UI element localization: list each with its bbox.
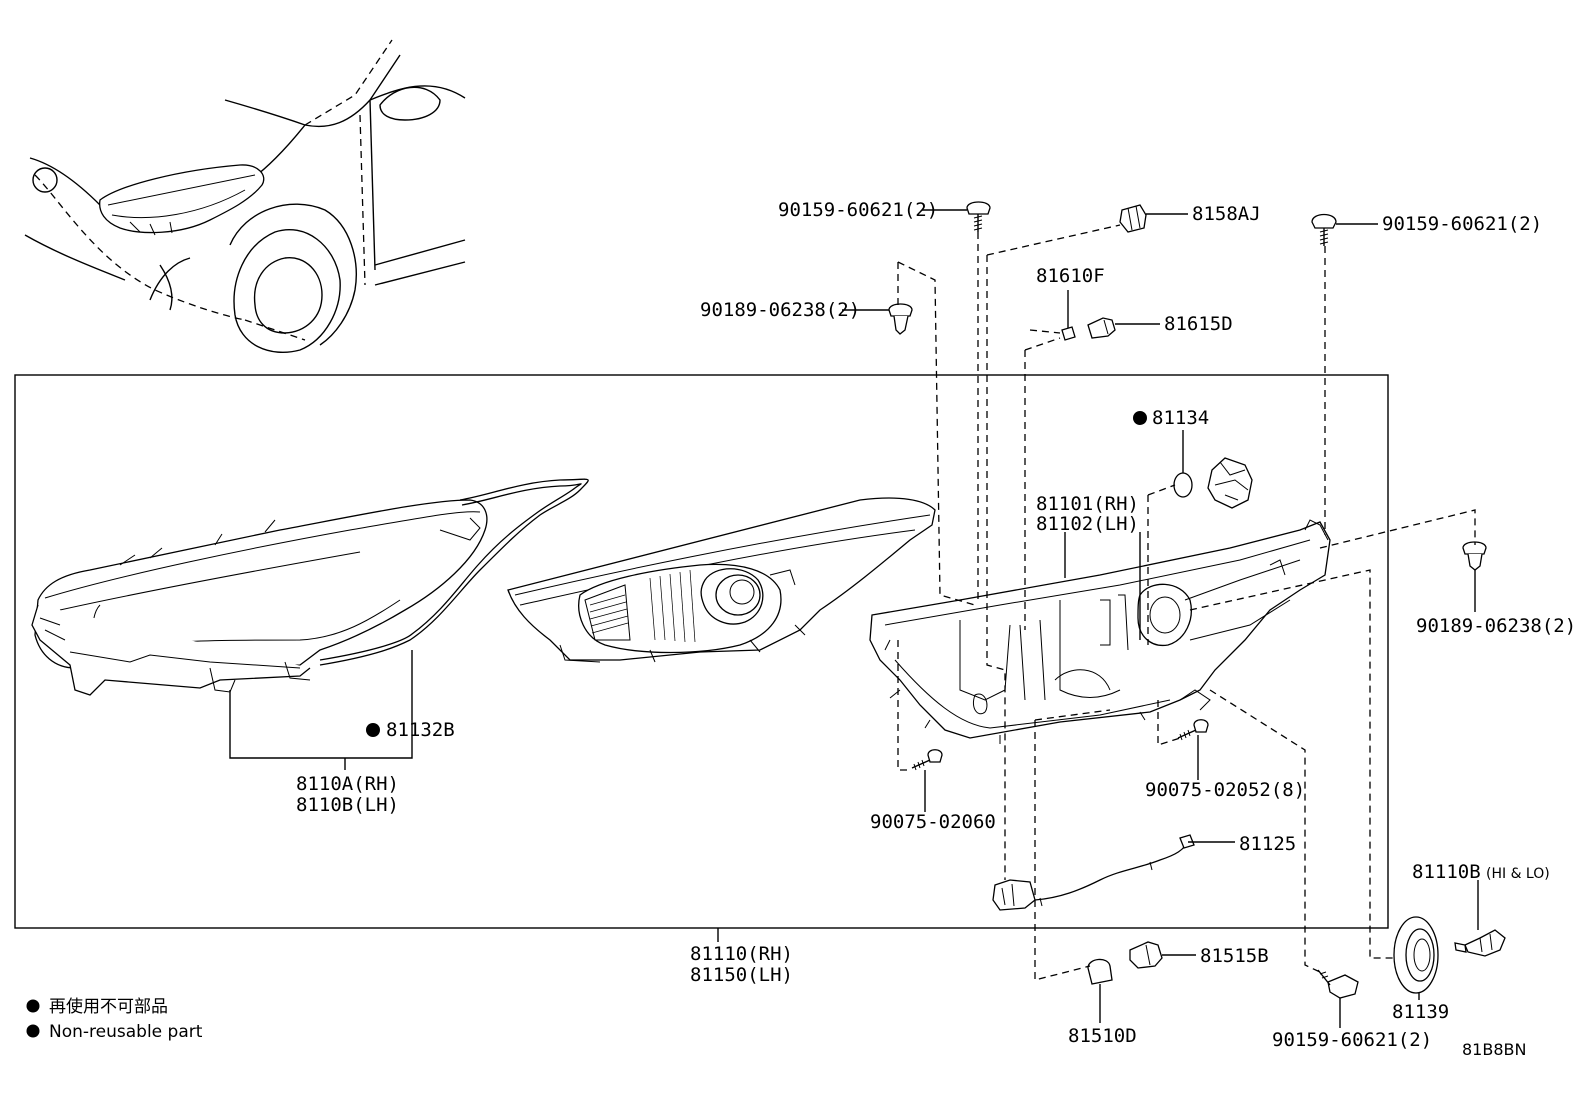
label-81515b: 81515B xyxy=(1200,945,1269,967)
label-90075-02060: 90075-02060 xyxy=(870,811,996,833)
label-8110a: 8110A(RH) xyxy=(296,773,399,795)
socket-81515b xyxy=(1129,941,1163,969)
legend-text-en: Non-reusable part xyxy=(49,1022,203,1042)
wire-harness-81125 xyxy=(992,834,1195,911)
label-81110b-qualifier: (HI & LO) xyxy=(1486,866,1550,882)
clip-90189-left xyxy=(888,303,913,335)
label-81139: 81139 xyxy=(1392,1001,1449,1023)
label-90159-top-right: 90159-60621(2) xyxy=(1382,213,1542,235)
bulb-81510d xyxy=(1087,958,1113,985)
screw-90075-02052 xyxy=(1177,719,1209,741)
screw-90159-bottom xyxy=(1317,969,1359,999)
legend-text-jp: 再使用不可部品 xyxy=(49,996,168,1017)
label-90159-top-left: 90159-60621(2) xyxy=(778,199,938,221)
label-90159-bottom: 90159-60621(2) xyxy=(1272,1029,1432,1051)
non-reusable-marker-icon xyxy=(1133,411,1147,425)
label-81615d: 81615D xyxy=(1164,313,1233,335)
label-90189-left: 90189-06238(2) xyxy=(700,299,860,321)
legend: 再使用不可部品 Non-reusable part xyxy=(26,996,203,1042)
label-81125: 81125 xyxy=(1239,833,1296,855)
vehicle-front-sketch xyxy=(24,39,466,354)
headlamp-housing-part xyxy=(869,519,1331,744)
label-81110: 81110(RH) xyxy=(690,943,793,965)
label-81150: 81150(LH) xyxy=(690,964,793,986)
label-81101: 81101(RH) xyxy=(1036,493,1139,515)
bulb-81110b xyxy=(1454,929,1506,957)
o-ring-81134 xyxy=(1173,472,1193,498)
clip-90189-right xyxy=(1462,541,1487,571)
label-81134: 81134 xyxy=(1152,407,1209,429)
headlamp-lens-part xyxy=(31,478,589,696)
socket-81615d xyxy=(1087,317,1116,339)
label-81110b: 81110B xyxy=(1412,861,1481,883)
socket-8158aj xyxy=(1119,204,1147,233)
label-90075-02052: 90075-02052(8) xyxy=(1145,779,1305,801)
label-8158aj: 8158AJ xyxy=(1192,203,1261,225)
screw-90075-02060 xyxy=(911,749,943,771)
label-8110b: 8110B(LH) xyxy=(296,794,399,816)
assembly-frame xyxy=(14,374,1389,929)
non-reusable-marker-icon xyxy=(26,999,40,1013)
non-reusable-marker-icon xyxy=(26,1024,40,1038)
label-81610f: 81610F xyxy=(1036,265,1105,287)
diagram-code: 81B8BN xyxy=(1462,1040,1526,1059)
non-reusable-marker-icon xyxy=(366,723,380,737)
screw-90159-top-right xyxy=(1311,213,1337,246)
leader-lines xyxy=(229,209,1479,1028)
headlamp-extension-part xyxy=(507,497,936,663)
grommet-81139 xyxy=(1393,916,1439,994)
cover-cap-part xyxy=(1207,457,1253,509)
label-81102: 81102(LH) xyxy=(1036,513,1139,535)
screw-90159-top-left xyxy=(966,201,991,232)
assembly-guide-lines xyxy=(897,224,1476,981)
label-81132b: 81132B xyxy=(386,719,455,741)
label-81510d: 81510D xyxy=(1068,1025,1137,1047)
label-90189-right: 90189-06238(2) xyxy=(1416,615,1576,637)
bulb-81610f xyxy=(1061,326,1076,341)
